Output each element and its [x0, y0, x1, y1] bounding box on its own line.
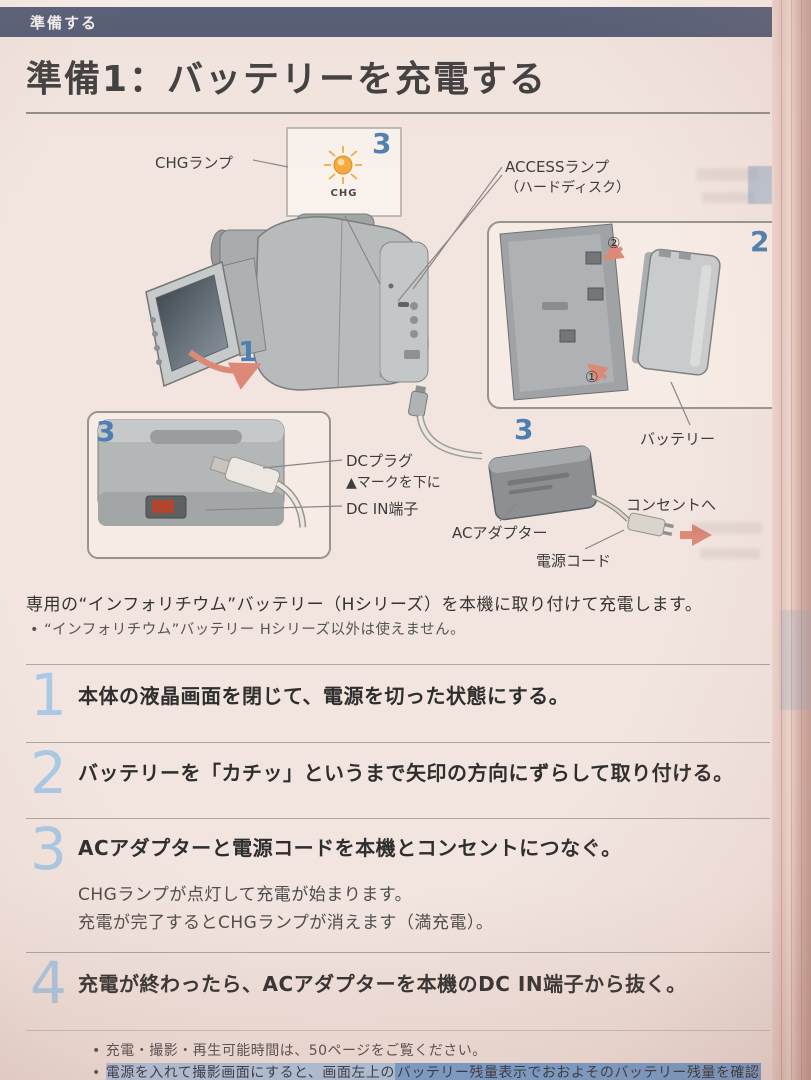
chg-lamp-inset [286, 127, 402, 217]
camcorder-illustration [145, 213, 429, 391]
callout-step-3-a: 3 [372, 127, 392, 160]
power-cord-plug-illustration [627, 512, 674, 537]
step-4-text: 充電が終わったら、ACアダプターを本機のDC IN端子から抜く。 [78, 972, 687, 996]
callout-step-1: 1 [238, 335, 258, 368]
ac-adapter-label: ACアダプター [452, 524, 548, 542]
page-title: 準備1：バッテリーを充電する [26, 59, 548, 100]
chg-lamp-label: CHGランプ [155, 154, 233, 172]
note-1: • 充電・撮影・再生可能時間は、50ページをご覧ください。 [92, 1043, 487, 1059]
step-3-number: 3 [30, 815, 67, 883]
step-3-text: ACアダプターと電源コードを本機とコンセントにつなぐ。 [78, 836, 622, 860]
step-divider [26, 952, 770, 953]
title-divider [26, 112, 770, 114]
page-bleed [702, 192, 754, 203]
dc-plug-sublabel: ▲マークを下に [346, 475, 441, 491]
bullet-mark: • [92, 1043, 101, 1059]
to-outlet-arrow-icon [680, 524, 712, 546]
battery-label: バッテリー [640, 430, 716, 448]
step-3-note-1: CHGランプが点灯して充電が始まります。 [78, 885, 413, 905]
step-divider [26, 818, 770, 819]
step-1-number: 1 [30, 661, 67, 729]
page-bleed [692, 522, 762, 534]
step-4-number: 4 [30, 949, 67, 1017]
circled-1-label: ① [585, 368, 599, 386]
slide-arrow-icon [602, 241, 625, 261]
charging-diagram: CHGランプ CHG 3 ACCESSランプ （ハードディスク） 2 ② ① バ… [0, 118, 811, 588]
cable-and-adapter [408, 385, 712, 546]
bullet-mark: • [30, 622, 40, 638]
leader-lines [205, 159, 691, 550]
page-bleed [700, 548, 760, 559]
note-2: • 電源を入れて撮影画面にすると、画面左上のバッテリー残量表示でおおよそのバッテ… [92, 1062, 762, 1080]
bullet-mark: • [92, 1065, 101, 1080]
paper-edge-top [0, 0, 811, 7]
section-tab: 準備する [0, 7, 772, 37]
power-cord-label: 電源コード [536, 552, 612, 570]
notes-divider [26, 1030, 770, 1031]
step-divider [26, 664, 770, 665]
section-tab-label: 準備する [30, 13, 99, 32]
step-divider [26, 742, 770, 743]
page-stack-edge [772, 0, 811, 1080]
dc-plug-label: DCプラグ [346, 452, 414, 470]
intro-bullet: • “インフォリチウム”バッテリー Hシリーズ以外は使えません。 [30, 622, 466, 638]
chg-badge-label: CHG [330, 188, 358, 199]
chg-lamp-icon [324, 146, 362, 184]
highlighted-text: バッテリー残量表示でおおよそのバッテリー残量を確認 [394, 1063, 762, 1080]
callout-step-3-c: 3 [514, 413, 534, 446]
outlet-label: コンセントへ [626, 496, 717, 514]
dc-plug-illustration [209, 456, 307, 528]
step-3-note-2: 充電が完了するとCHGランプが消えます（満充電）。 [78, 913, 494, 933]
page-bleed [696, 168, 758, 181]
callout-step-2: 2 [750, 225, 770, 258]
dc-in-inset [87, 411, 331, 559]
intro-text: 専用の“インフォリチウム”バッテリー（Hシリーズ）を本機に取り付けて充電します。 [26, 595, 703, 615]
circled-2-label: ② [607, 234, 621, 252]
ac-adapter-illustration [488, 445, 598, 521]
access-lamp-label: ACCESSランプ [505, 158, 610, 176]
step-2-number: 2 [30, 739, 67, 807]
step-2-text: バッテリーを「カチッ」というまで矢印の方向にずらして取り付ける。 [78, 761, 734, 785]
next-page-tab-bleed [748, 166, 772, 204]
battery-illustration [631, 248, 721, 376]
insert-arrow-icon [586, 363, 609, 384]
page-edge-bleed [780, 610, 811, 710]
dc-in-label: DC IN端子 [346, 500, 419, 518]
battery-attach-inset [487, 221, 789, 409]
open-lcd-arrow-icon [188, 349, 262, 390]
callout-step-3-b: 3 [96, 415, 116, 448]
diagram-art [87, 127, 789, 559]
step-1-text: 本体の液晶画面を閉じて、電源を切った状態にする。 [78, 684, 570, 708]
access-lamp-sublabel: （ハードディスク） [505, 180, 631, 196]
